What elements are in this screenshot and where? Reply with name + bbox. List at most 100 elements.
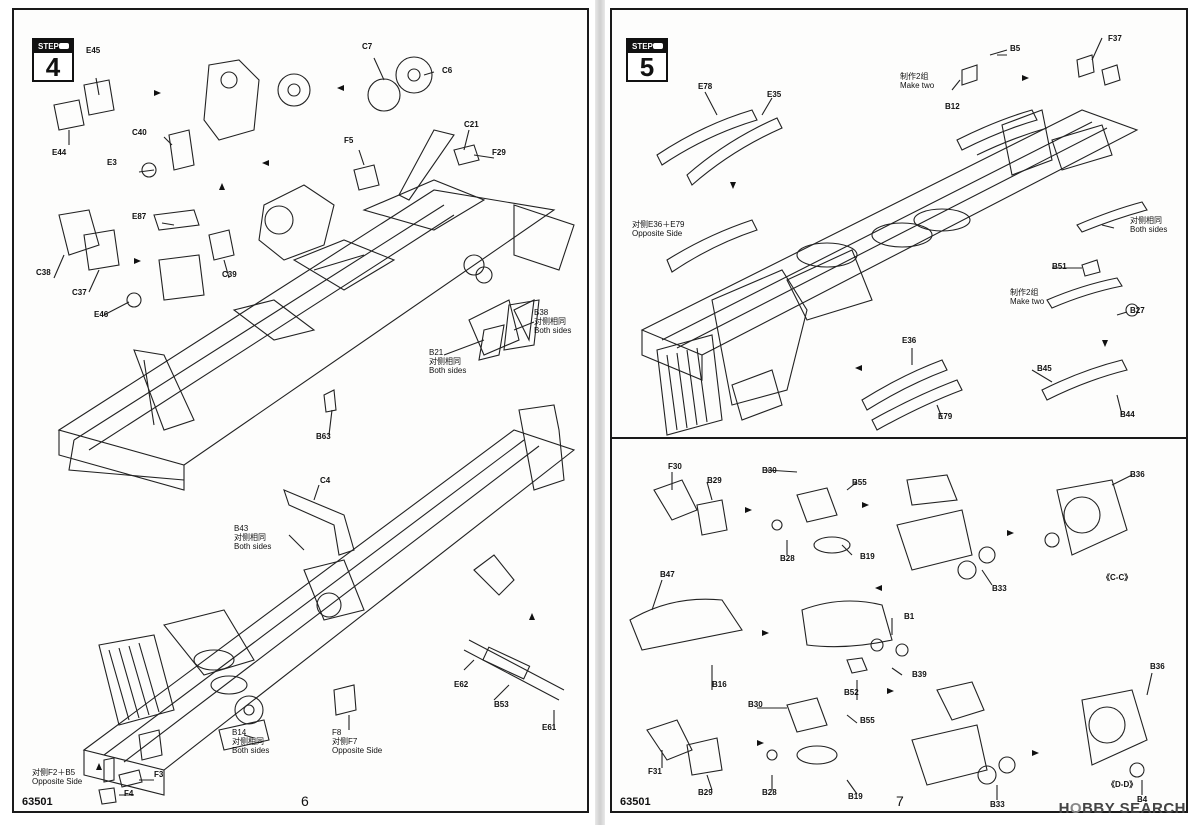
part-label: B29 <box>707 476 722 485</box>
step-badge: STEP 4 <box>32 38 74 82</box>
instruction-page-left: STEP 4 <box>12 8 589 813</box>
part-label: F29 <box>492 148 506 157</box>
lower-chassis-frame <box>82 429 576 771</box>
section-label-cc: 《C-C》 <box>1102 573 1133 582</box>
part-label: B28 <box>762 788 777 797</box>
arrow-icon <box>745 507 752 513</box>
transmission-part <box>258 184 335 261</box>
part-b47-b16 <box>629 598 743 651</box>
part-e87 <box>153 209 205 301</box>
catalog-number: 63501 <box>620 796 651 808</box>
arrow-icon <box>337 85 344 91</box>
part-label: B47 <box>660 570 675 579</box>
engine-block <box>711 269 808 406</box>
part-label: E61 <box>542 723 557 732</box>
part-f30 <box>653 479 698 521</box>
differential-dd <box>1081 689 1148 766</box>
catalog-number: 63501 <box>22 796 53 808</box>
part-c4 <box>283 489 355 556</box>
part-label: F5 <box>344 136 354 145</box>
chassis-with-engine <box>640 109 1139 356</box>
arrow-icon <box>757 740 764 746</box>
part-label: F3 <box>154 770 164 779</box>
arrow-icon <box>154 90 161 96</box>
leaf-spring-e79 <box>871 379 963 431</box>
part-label: B28 <box>780 554 795 563</box>
part-label: B53 <box>494 700 509 709</box>
watermark: HOBBY SEARCH <box>1058 800 1186 817</box>
part-label: C4 <box>320 476 331 485</box>
part-label: B19 <box>848 792 863 801</box>
engine-lower <box>163 609 255 676</box>
part-label: B30 <box>748 700 763 709</box>
part-b53 <box>463 639 565 701</box>
step-number: 4 <box>45 52 61 82</box>
part-label: F4 <box>124 789 134 798</box>
assembly-drawing-step-4 <box>53 56 576 805</box>
arrow-icon <box>862 502 869 508</box>
part-label: B36 <box>1130 470 1145 479</box>
part-label: B4 <box>1137 795 1148 804</box>
page-number: 7 <box>896 793 904 809</box>
part-label: F31 <box>648 767 662 776</box>
part-label: B51 <box>1052 262 1067 271</box>
arrow-icon <box>1102 340 1108 347</box>
part-c38-c37 <box>58 209 120 271</box>
part-label: B29 <box>698 788 713 797</box>
part-label: B55 <box>860 716 875 725</box>
part-label: C39 <box>222 270 237 279</box>
section-divider <box>610 437 1188 439</box>
arrow-icon <box>134 258 141 264</box>
part-label: B30 <box>762 466 777 475</box>
part-label: F37 <box>1108 34 1122 43</box>
part-label: B52 <box>844 688 859 697</box>
part-label: E87 <box>132 212 147 221</box>
leaf-spring-e78 <box>656 109 758 166</box>
leaf-spring-e36-opposite <box>666 219 758 273</box>
arrow-icon <box>1022 75 1029 81</box>
part-label: C7 <box>362 42 373 51</box>
part-label: B36 <box>1150 662 1165 671</box>
arrow-icon <box>219 183 225 190</box>
part-label: B16 <box>712 680 727 689</box>
part-label: B1 <box>904 612 915 621</box>
arrow-icon <box>96 763 102 770</box>
differential-dd-upper <box>936 681 985 721</box>
part-label: B27 <box>1130 306 1145 315</box>
part-label: E3 <box>107 158 117 167</box>
arrow-icon <box>762 630 769 636</box>
part-label: F30 <box>668 462 682 471</box>
tank-icon <box>653 43 663 49</box>
book-spine <box>595 0 605 825</box>
instruction-page-right: STEP 5 <box>610 8 1188 813</box>
part-b45-b44 <box>1041 359 1128 401</box>
arrow-icon <box>1032 750 1039 756</box>
axle-housing-b1 <box>801 600 893 648</box>
part-label: B33 <box>992 584 1007 593</box>
part-label: B33 <box>990 800 1005 809</box>
arrow-icon <box>1007 530 1014 536</box>
part-label: B55 <box>852 478 867 487</box>
assembly-drawing-step-5 <box>629 37 1153 800</box>
part-f31-b29 <box>646 719 723 776</box>
steering-column <box>398 129 455 201</box>
part-label: C37 <box>72 288 87 297</box>
part-label: E35 <box>767 90 782 99</box>
part-e45-e44 <box>53 79 115 131</box>
part-label: B12 <box>945 102 960 111</box>
tank-icon <box>59 43 69 49</box>
radiator <box>98 634 175 726</box>
differential-cc-upper <box>906 474 958 506</box>
part-label: C6 <box>442 66 453 75</box>
leaf-spring-e36 <box>861 359 948 411</box>
part-label: B44 <box>1120 410 1135 419</box>
step-number: 5 <box>639 52 655 82</box>
part-label: E36 <box>902 336 917 345</box>
